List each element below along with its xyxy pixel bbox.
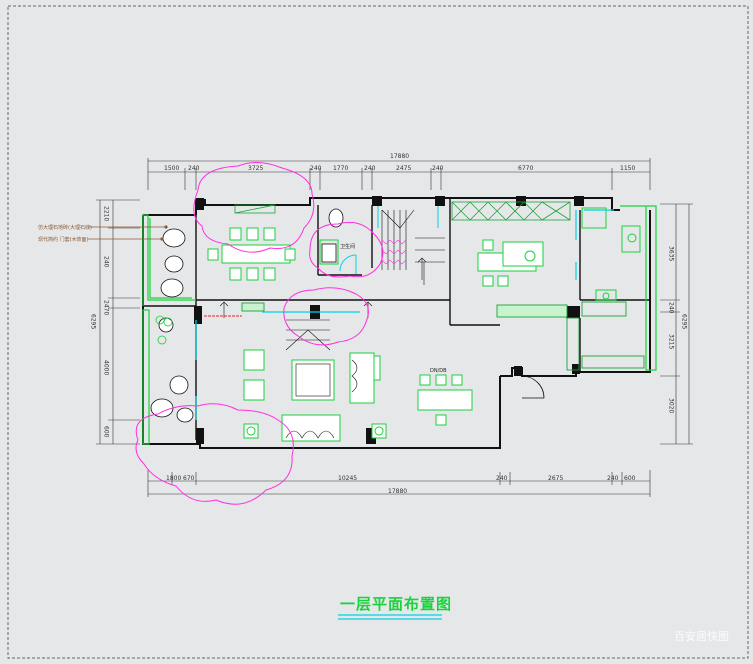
top-dim-8: 240	[432, 165, 444, 172]
exterior-walls	[142, 197, 651, 449]
bottom-dim-2: 670	[183, 475, 195, 482]
right-dim-5: 3020	[668, 398, 675, 413]
top-overall-dim: 17880	[390, 153, 409, 160]
stair-cyan-frame	[377, 206, 439, 228]
top-dim-4: 240	[310, 165, 322, 172]
dining-table-right	[477, 239, 544, 287]
top-dim-9: 6770	[518, 165, 533, 172]
revision-clouds	[135, 162, 384, 505]
sheet-border	[7, 5, 749, 659]
top-dim-5: 1770	[333, 165, 348, 172]
stair-pattern	[381, 239, 407, 265]
kitchen-counter	[581, 207, 641, 301]
bottom-dim-5: 2675	[548, 475, 563, 482]
top-dim-2: 240	[188, 165, 200, 172]
left-dim-5: 2470	[103, 300, 110, 315]
top-dim-3: 3725	[248, 165, 263, 172]
staircase	[381, 209, 445, 285]
bottom-dim-3: 10245	[338, 475, 357, 482]
cyan-partitions	[195, 311, 360, 420]
left-dim-1: 2210	[103, 206, 110, 221]
bottom-dim-7: 600	[624, 475, 636, 482]
left-dim-4: 4000	[103, 360, 110, 375]
right-dimension-lines	[660, 203, 693, 445]
bottom-dim-1: 1800	[166, 475, 181, 482]
watermark: 百安居快图	[674, 630, 729, 643]
right-dim-3: 240	[668, 302, 675, 314]
entry-steps	[285, 319, 331, 351]
left-dim-6: 600	[103, 426, 110, 438]
bathroom-green-lines	[319, 239, 339, 265]
bottom-dim-4: 240	[496, 475, 508, 482]
kitchen-cyan-door	[575, 209, 614, 280]
bathroom-door	[339, 254, 357, 274]
callout-leaders	[88, 225, 168, 241]
top-dimension-lines	[147, 158, 651, 190]
tea-table-set	[417, 374, 473, 426]
lounge-chairs	[150, 228, 194, 423]
left-dimension-lines	[96, 199, 140, 445]
dining-table-upper	[207, 227, 296, 281]
bottom-dim-6: 240	[607, 475, 619, 482]
top-dim-6: 240	[364, 165, 376, 172]
sofa-detail-lines	[285, 359, 358, 439]
right-dim-2: 3215	[668, 334, 675, 349]
callout-text-2: 现代简约 门套(木饰面)	[38, 236, 89, 243]
top-wall-cabinets	[234, 201, 571, 221]
top-dim-10: 1150	[620, 165, 635, 172]
right-cabinet-column	[566, 301, 645, 371]
right-dim-4: 6295	[681, 314, 688, 329]
left-dim-2: 240	[103, 256, 110, 268]
entry-door	[521, 375, 545, 399]
top-dim-1: 1500	[164, 165, 179, 172]
middle-cabinet-row	[241, 302, 568, 318]
top-dim-7: 2475	[396, 165, 411, 172]
living-room-sofa-set	[243, 349, 381, 442]
title-underline	[338, 614, 442, 620]
right-dim-1: 3635	[668, 246, 675, 261]
bottom-overall-dim: 17880	[388, 488, 407, 495]
left-dim-3: 6295	[90, 314, 97, 329]
plant-pots	[155, 315, 173, 345]
callout-text-1: 仿大理石地砖(大理石纹)	[38, 224, 92, 231]
bathroom-label: 卫生间	[340, 243, 355, 250]
side-tables	[243, 423, 387, 439]
bathroom-fixtures	[321, 208, 344, 263]
tea-area-label: DN/DB	[430, 368, 447, 374]
bottom-dimension-lines	[147, 470, 651, 497]
balcony-outline	[142, 205, 657, 445]
plan-title: 一层平面布置图	[340, 595, 453, 613]
